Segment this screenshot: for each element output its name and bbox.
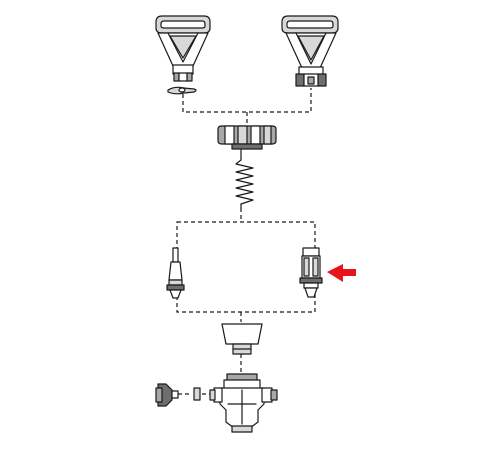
clip-pin[interactable]: [167, 86, 197, 95]
left-handle[interactable]: [155, 15, 211, 82]
small-washer[interactable]: [193, 387, 201, 401]
thumb-screw[interactable]: [155, 383, 179, 407]
connector-lines-middle: [176, 208, 316, 322]
spring[interactable]: [235, 149, 254, 209]
right-stem[interactable]: [299, 247, 323, 298]
bonnet-nut[interactable]: [217, 125, 277, 150]
valve-body[interactable]: [209, 373, 278, 433]
red-arrow-pointer-icon: [327, 264, 356, 282]
right-handle[interactable]: [281, 15, 339, 87]
connector-lines-top: [182, 88, 312, 126]
left-stem[interactable]: [166, 247, 185, 299]
cone-washer[interactable]: [221, 323, 263, 355]
